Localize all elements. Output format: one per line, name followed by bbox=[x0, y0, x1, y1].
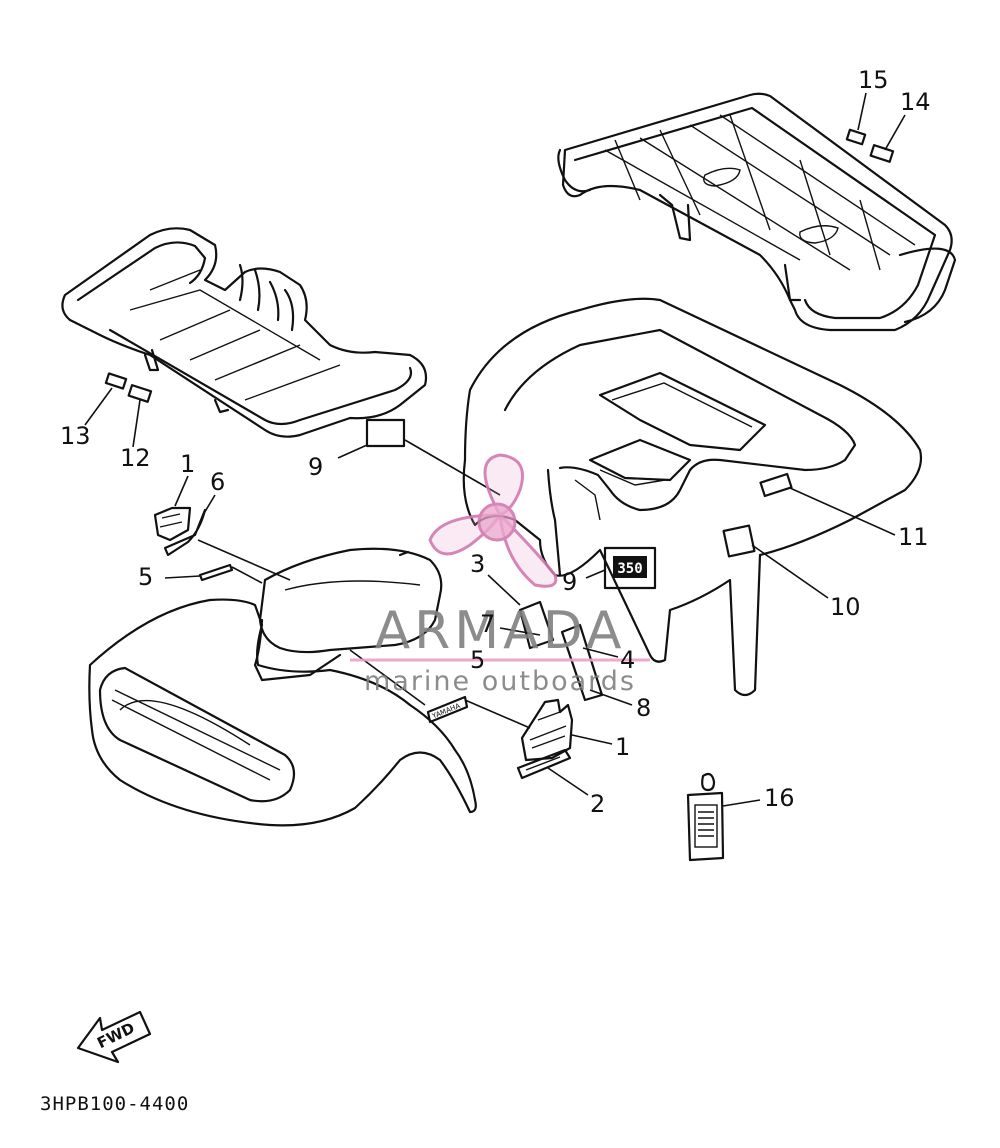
model-number-decal: 350 bbox=[617, 561, 642, 577]
callout-15: 15 bbox=[858, 66, 889, 94]
callout-3: 3 bbox=[470, 550, 485, 578]
watermark: ARMADA marine outboards bbox=[350, 453, 650, 697]
callout-4: 4 bbox=[620, 646, 635, 674]
callout-8: 8 bbox=[636, 694, 651, 722]
callout-1-upper: 1 bbox=[180, 450, 195, 478]
callout-9-upper: 9 bbox=[308, 453, 323, 481]
callout-5-upper: 5 bbox=[138, 563, 153, 591]
fwd-arrow-icon: FWD bbox=[76, 1010, 152, 1064]
callout-14: 14 bbox=[900, 88, 931, 116]
callout-11: 11 bbox=[898, 523, 929, 551]
watermark-brand: ARMADA bbox=[375, 601, 626, 661]
callout-7: 7 bbox=[480, 610, 495, 638]
callout-5-lower: 5 bbox=[470, 646, 485, 674]
callout-6: 6 bbox=[210, 468, 225, 496]
callout-9-lower: 9 bbox=[562, 568, 577, 596]
diagram-code: 3HPB100-4400 bbox=[40, 1093, 189, 1115]
callouts: 15 14 13 12 9 1 6 5 3 9 11 10 7 4 5 8 1 … bbox=[60, 66, 931, 818]
rear-carrier bbox=[557, 92, 957, 332]
decal-parts: 350 YAMAHA bbox=[104, 128, 895, 862]
propeller-logo-icon bbox=[428, 453, 558, 588]
leader-lines bbox=[84, 92, 906, 807]
callout-12: 12 bbox=[120, 444, 151, 472]
front-carrier bbox=[61, 227, 428, 438]
callout-13: 13 bbox=[60, 422, 91, 450]
callout-16: 16 bbox=[764, 784, 795, 812]
watermark-tagline: marine outboards bbox=[364, 666, 636, 697]
front-fender bbox=[88, 598, 477, 827]
callout-2: 2 bbox=[590, 790, 605, 818]
tank-cover bbox=[253, 547, 443, 682]
callout-10: 10 bbox=[830, 593, 861, 621]
callout-1-lower: 1 bbox=[615, 733, 630, 761]
